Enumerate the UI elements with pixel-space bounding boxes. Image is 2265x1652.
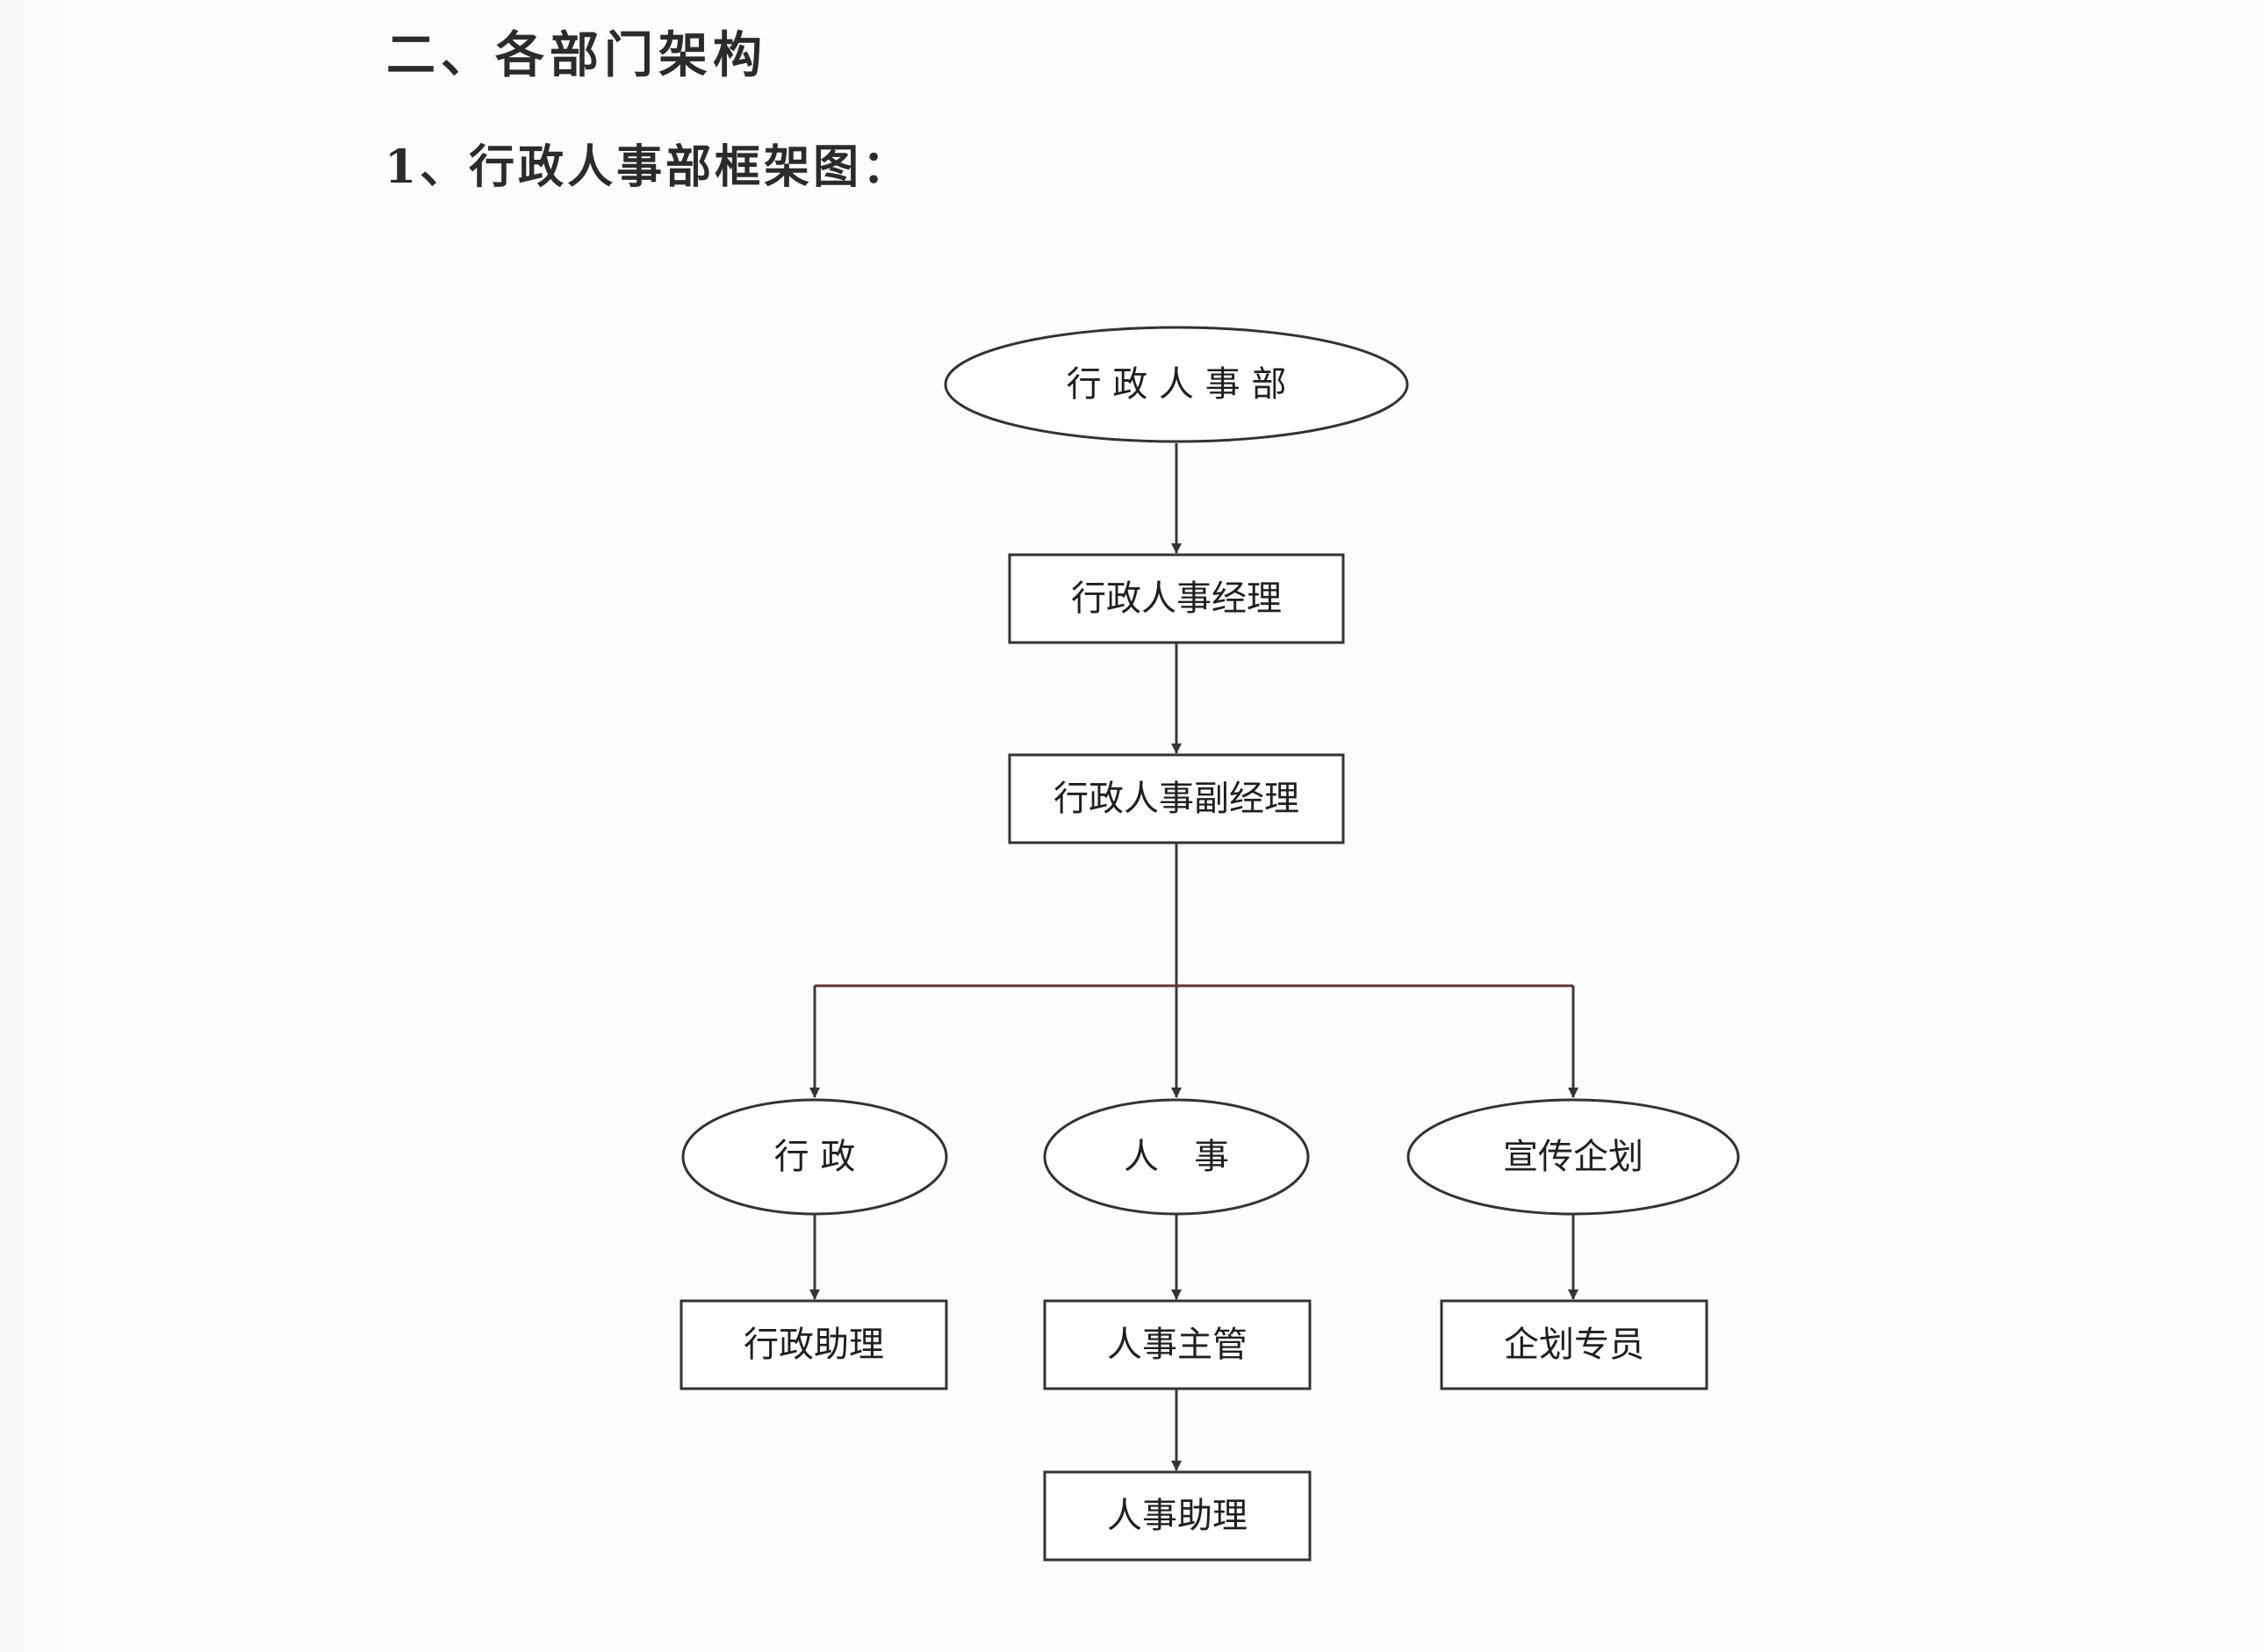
node-role-planning-specialist: 企划专员	[1440, 1299, 1708, 1390]
node-manager-label: 行政人事经理	[1071, 578, 1282, 619]
node-role-hr-assistant: 人事助理	[1043, 1470, 1312, 1562]
node-root-label: 行 政 人 事 部	[1067, 364, 1287, 405]
section-title: 二、各部门架构	[386, 26, 767, 84]
connectors	[809, 443, 1578, 1471]
scan-margin	[0, 0, 70, 1652]
node-dept-publicity: 宣传企划	[1406, 1098, 1740, 1216]
node-dept-admin: 行 政	[681, 1098, 948, 1216]
node-dept-hr-label: 人 事	[1124, 1137, 1229, 1177]
node-manager: 行政人事经理	[1008, 553, 1345, 644]
node-role-planning-specialist-box	[1440, 1299, 1708, 1390]
node-root-ellipse	[944, 326, 1409, 443]
node-role-admin-assistant-box	[680, 1299, 948, 1390]
node-dept-admin-ellipse	[681, 1098, 948, 1216]
node-role-planning-specialist-label: 企划专员	[1504, 1325, 1644, 1365]
node-deputy-manager-label: 行政人事副经理	[1053, 779, 1299, 819]
node-role-hr-supervisor-box	[1043, 1299, 1312, 1390]
subsection-title: 1、行政人事部框架图：	[385, 140, 912, 194]
node-dept-publicity-label: 宣传企划	[1503, 1137, 1643, 1177]
node-role-hr-assistant-label: 人事助理	[1107, 1496, 1248, 1536]
node-root: 行 政 人 事 部	[944, 326, 1409, 443]
node-dept-hr-ellipse	[1043, 1098, 1310, 1216]
node-role-hr-supervisor: 人事主管	[1043, 1299, 1312, 1390]
node-role-hr-supervisor-label: 人事主管	[1107, 1325, 1248, 1365]
node-role-admin-assistant: 行政助理	[680, 1299, 948, 1390]
node-dept-publicity-ellipse	[1406, 1098, 1740, 1216]
node-dept-admin-label: 行 政	[774, 1137, 856, 1177]
node-role-hr-assistant-box	[1043, 1470, 1312, 1562]
node-deputy-manager: 行政人事副经理	[1008, 753, 1345, 844]
node-role-admin-assistant-label: 行政助理	[744, 1325, 884, 1365]
node-manager-box	[1008, 553, 1345, 644]
node-dept-hr: 人 事	[1043, 1098, 1310, 1216]
node-deputy-manager-box	[1008, 753, 1345, 844]
